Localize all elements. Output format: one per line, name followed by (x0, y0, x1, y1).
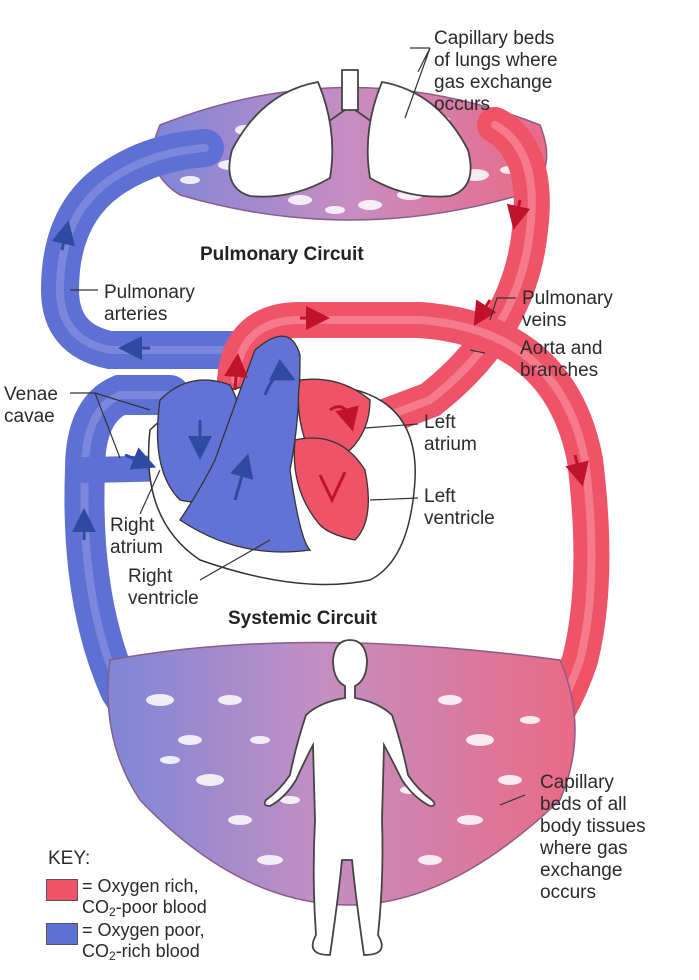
pulmonary-circuit-title: Pulmonary Circuit (200, 244, 364, 266)
aorta-branches-label: Aorta and branches (520, 338, 602, 382)
key-oxygen-rich: = Oxygen rich, CO2-poor blood (46, 876, 207, 918)
key-oxygen-poor: = Oxygen poor, CO2-rich blood (46, 920, 205, 962)
oxygen-poor-swatch (46, 923, 78, 945)
right-ventricle-label: Right ventricle (128, 566, 199, 610)
capillary-beds-lungs-label: Capillary beds of lungs where gas exchan… (434, 28, 558, 116)
key-oxygen-poor-line2: CO2-rich blood (82, 941, 205, 962)
venae-cavae-label: Venae cavae (4, 384, 58, 428)
oxygen-rich-swatch (46, 879, 78, 901)
key-oxygen-rich-line1: = Oxygen rich, (82, 876, 207, 897)
pulmonary-veins-label: Pulmonary veins (522, 288, 613, 332)
right-atrium-label: Right atrium (110, 515, 163, 559)
key-oxygen-poor-line1: = Oxygen poor, (82, 920, 205, 941)
left-ventricle-label: Left ventricle (424, 486, 495, 530)
pulmonary-arteries-label: Pulmonary arteries (104, 282, 195, 326)
capillary-beds-body-label: Capillary beds of all body tissues where… (540, 772, 646, 904)
left-atrium-label: Left atrium (424, 412, 477, 456)
systemic-circuit-title: Systemic Circuit (228, 608, 377, 630)
key-oxygen-rich-line2: CO2-poor blood (82, 897, 207, 918)
key-heading: KEY: (48, 848, 90, 870)
